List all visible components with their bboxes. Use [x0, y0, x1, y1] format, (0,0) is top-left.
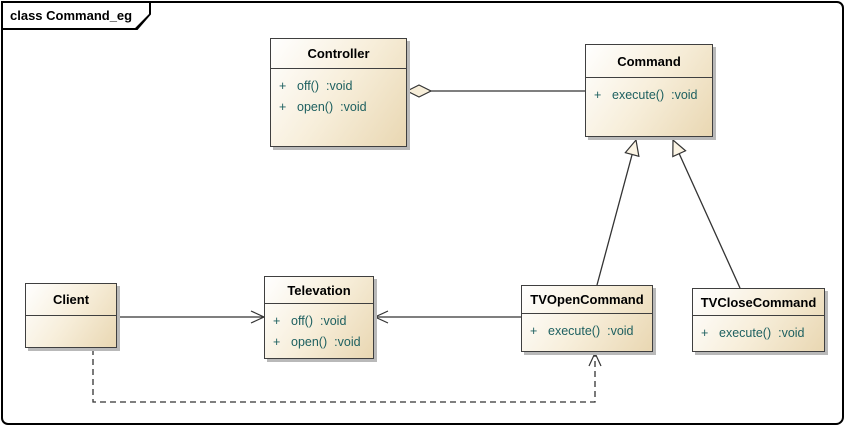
class-methods: + off() :void + open() :void — [271, 69, 406, 118]
class-title: TVOpenCommand — [522, 286, 652, 314]
class-method: + execute() :void — [522, 321, 652, 342]
class-box-televation[interactable]: Televation + off() :void + open() :void — [264, 276, 374, 359]
method-type: :void — [671, 88, 698, 102]
method-type: :void — [607, 324, 634, 338]
method-visibility: + — [594, 88, 602, 102]
class-title: Client — [26, 284, 116, 316]
class-methods: + off() :void + open() :void — [265, 304, 373, 353]
method-visibility: + — [273, 335, 281, 349]
method-type: :void — [340, 100, 367, 114]
class-method: + execute() :void — [693, 323, 824, 344]
method-type: :void — [334, 335, 361, 349]
method-name: execute() — [548, 324, 601, 338]
method-visibility: + — [273, 314, 281, 328]
class-method: + off() :void — [271, 76, 406, 97]
method-name: off() — [297, 79, 319, 93]
method-visibility: + — [530, 324, 538, 338]
generalization-connector-tvopencommand-command[interactable] — [596, 138, 640, 286]
class-methods: + execute() :void — [693, 316, 824, 344]
method-visibility: + — [279, 79, 287, 93]
class-title: TVCloseCommand — [693, 289, 824, 316]
class-methods — [26, 316, 116, 323]
diagram-tab-label: class Command_eg — [3, 3, 149, 28]
class-box-client[interactable]: Client — [25, 283, 117, 348]
class-method: + open() :void — [265, 332, 373, 353]
class-methods: + execute() :void — [522, 314, 652, 342]
class-method: + open() :void — [271, 97, 406, 118]
method-name: open() — [291, 335, 328, 349]
class-box-tvclosecommand[interactable]: TVCloseCommand + execute() :void — [692, 288, 825, 352]
method-visibility: + — [279, 100, 287, 114]
method-type: :void — [778, 326, 805, 340]
generalization-connector-tvclosecommand-command[interactable] — [672, 138, 741, 289]
method-name: execute() — [612, 88, 665, 102]
dependency-connector-client-tvopencommand[interactable] — [92, 349, 602, 403]
class-methods: + execute() :void — [586, 78, 712, 106]
class-method: + execute() :void — [586, 85, 712, 106]
class-title: Command — [586, 45, 712, 78]
class-box-tvopencommand[interactable]: TVOpenCommand + execute() :void — [521, 285, 653, 352]
method-name: off() — [291, 314, 313, 328]
class-title: Controller — [271, 39, 406, 69]
class-title: Televation — [265, 277, 373, 304]
method-name: open() — [297, 100, 334, 114]
class-box-controller[interactable]: Controller + off() :void + open() :void — [270, 38, 407, 147]
method-type: :void — [320, 314, 347, 328]
diagram-tab: class Command_eg — [1, 1, 151, 30]
aggregation-diamond[interactable] — [405, 84, 433, 98]
class-method: + off() :void — [265, 311, 373, 332]
method-name: execute() — [719, 326, 772, 340]
method-visibility: + — [701, 326, 709, 340]
method-type: :void — [326, 79, 353, 93]
class-box-command[interactable]: Command + execute() :void — [585, 44, 713, 137]
